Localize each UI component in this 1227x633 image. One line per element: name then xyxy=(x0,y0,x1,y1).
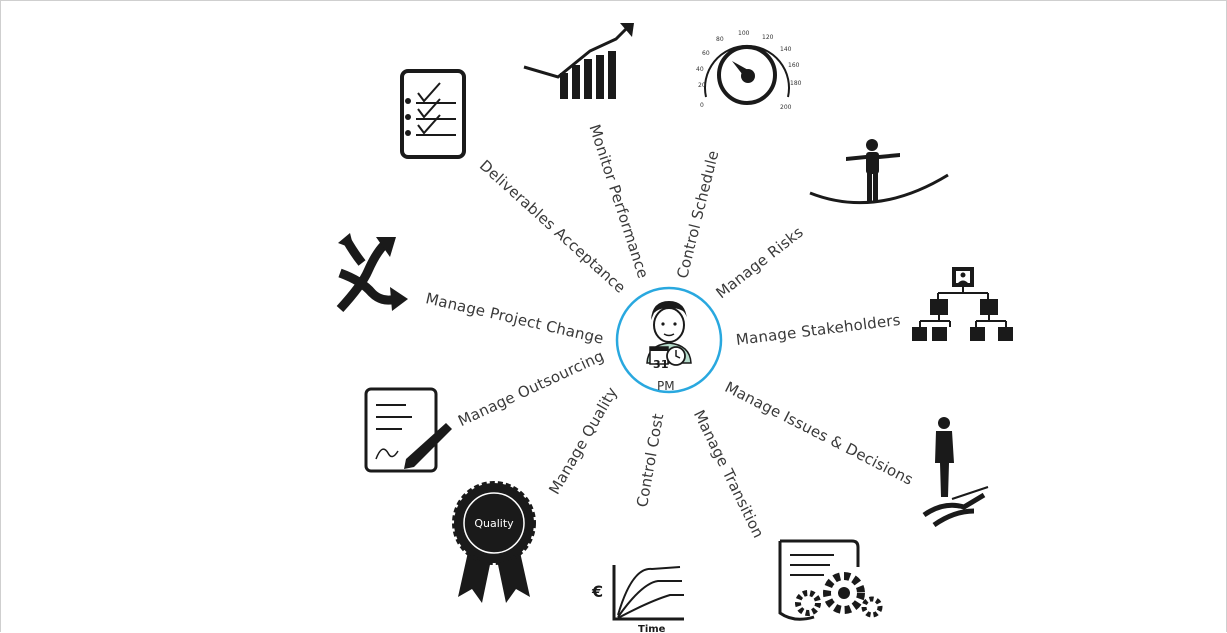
cost-chart-xlabel: Time xyxy=(638,624,666,633)
cost-curve-chart-icon: € Time xyxy=(591,565,684,633)
label-manage-risks: Manage Risks xyxy=(712,222,807,303)
gauge-tick-0: 0 xyxy=(700,102,704,109)
pm-center-node xyxy=(615,286,723,394)
bar-chart-growth-icon xyxy=(523,23,634,99)
gauge-tick-20: 20 xyxy=(698,82,706,89)
gauge-tick-80: 80 xyxy=(716,36,724,43)
cost-chart-ylabel: € xyxy=(591,582,603,601)
label-manage-issues-decisions: Manage Issues & Decisions xyxy=(721,377,917,489)
contract-sign-icon xyxy=(364,387,452,473)
label-manage-project-change: Manage Project Change xyxy=(423,289,606,348)
diverging-arrows-icon xyxy=(336,233,408,313)
gauge-tick-160: 160 xyxy=(788,62,800,69)
label-manage-quality: Manage Quality xyxy=(545,383,622,498)
pm-label: PM xyxy=(657,379,675,393)
crossroads-person-icon xyxy=(922,417,989,527)
gauge-tick-40: 40 xyxy=(696,66,704,73)
calendar-day-label: 31 xyxy=(653,358,669,371)
gauge-tick-200: 200 xyxy=(780,104,792,111)
quality-rosette-icon: Quality xyxy=(452,481,536,603)
gauge-tick-180: 180 xyxy=(790,80,802,87)
tightrope-walker-icon xyxy=(809,139,949,205)
gears-document-icon xyxy=(778,539,883,621)
org-chart-icon xyxy=(912,267,1013,341)
speedometer-gauge-icon: 0 20 40 60 80 100 120 140 160 180 200 xyxy=(696,30,802,111)
checklist-icon xyxy=(400,69,466,159)
gauge-tick-120: 120 xyxy=(762,34,774,41)
quality-badge-text: Quality xyxy=(474,517,514,530)
label-manage-transition: Manage Transition xyxy=(689,407,768,542)
label-manage-stakeholders: Manage Stakeholders xyxy=(734,310,902,349)
label-manage-outsourcing: Manage Outsourcing xyxy=(455,346,607,431)
label-control-schedule: Control Schedule xyxy=(673,148,723,281)
label-control-cost: Control Cost xyxy=(633,412,668,509)
gauge-tick-140: 140 xyxy=(780,46,792,53)
gauge-tick-100: 100 xyxy=(738,30,750,37)
gauge-tick-60: 60 xyxy=(702,50,710,57)
diagram-panel: 31 PM Monitor Performance Control Schedu… xyxy=(336,1,1036,633)
